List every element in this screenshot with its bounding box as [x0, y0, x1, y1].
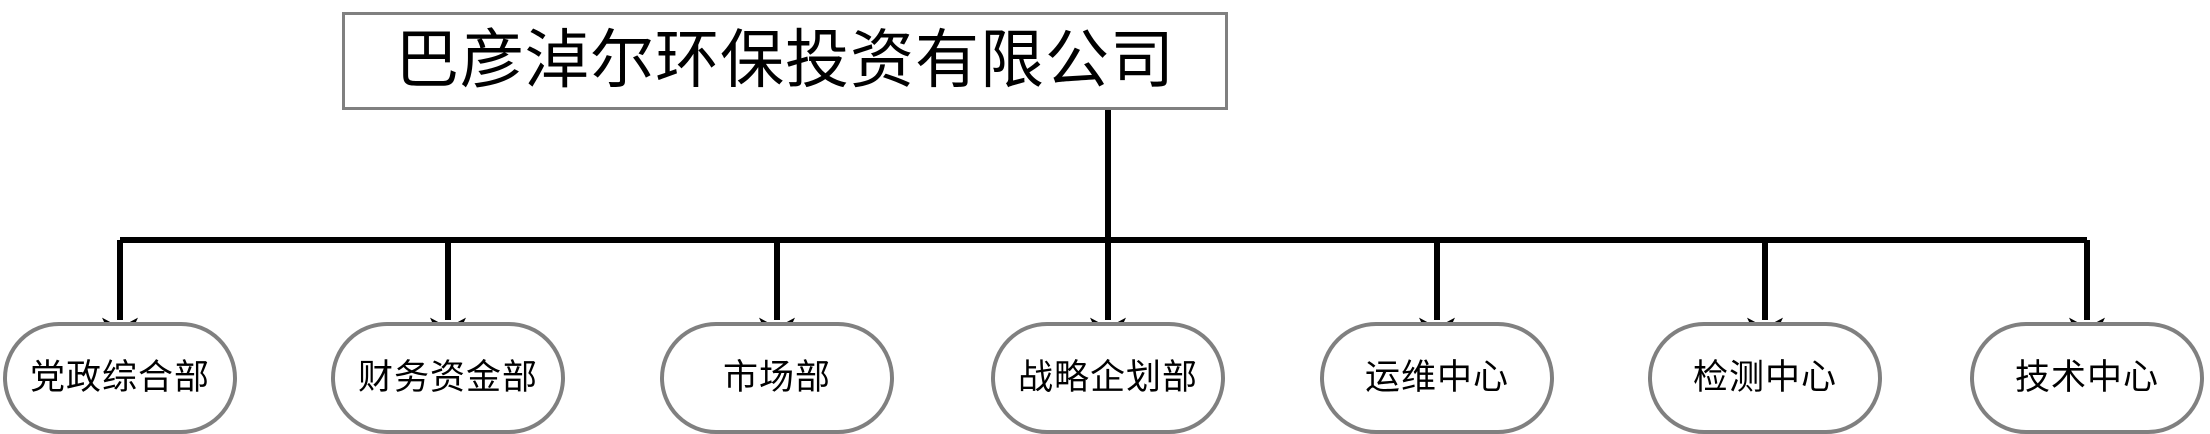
child-node-label: 检测中心 — [1692, 357, 1837, 398]
child-node-6[interactable]: 检测中心 — [1648, 322, 1882, 434]
child-node-label: 运维中心 — [1364, 357, 1509, 398]
child-node-7[interactable]: 技术中心 — [1970, 322, 2204, 434]
root-node-company[interactable]: 巴彦淖尔环保投资有限公司 — [342, 12, 1228, 110]
connector-group — [102, 110, 2105, 356]
child-node-5[interactable]: 运维中心 — [1320, 322, 1554, 434]
child-node-label: 技术中心 — [2014, 357, 2159, 398]
child-node-label: 财务资金部 — [357, 357, 538, 398]
child-node-2[interactable]: 财务资金部 — [331, 322, 565, 434]
child-node-label: 党政综合部 — [29, 357, 210, 398]
child-node-3[interactable]: 市场部 — [660, 322, 894, 434]
child-node-4[interactable]: 战略企划部 — [991, 322, 1225, 434]
child-node-1[interactable]: 党政综合部 — [3, 322, 237, 434]
root-node-label: 巴彦淖尔环保投资有限公司 — [395, 24, 1175, 98]
child-node-label: 战略企划部 — [1017, 357, 1198, 398]
child-node-label: 市场部 — [722, 357, 831, 398]
